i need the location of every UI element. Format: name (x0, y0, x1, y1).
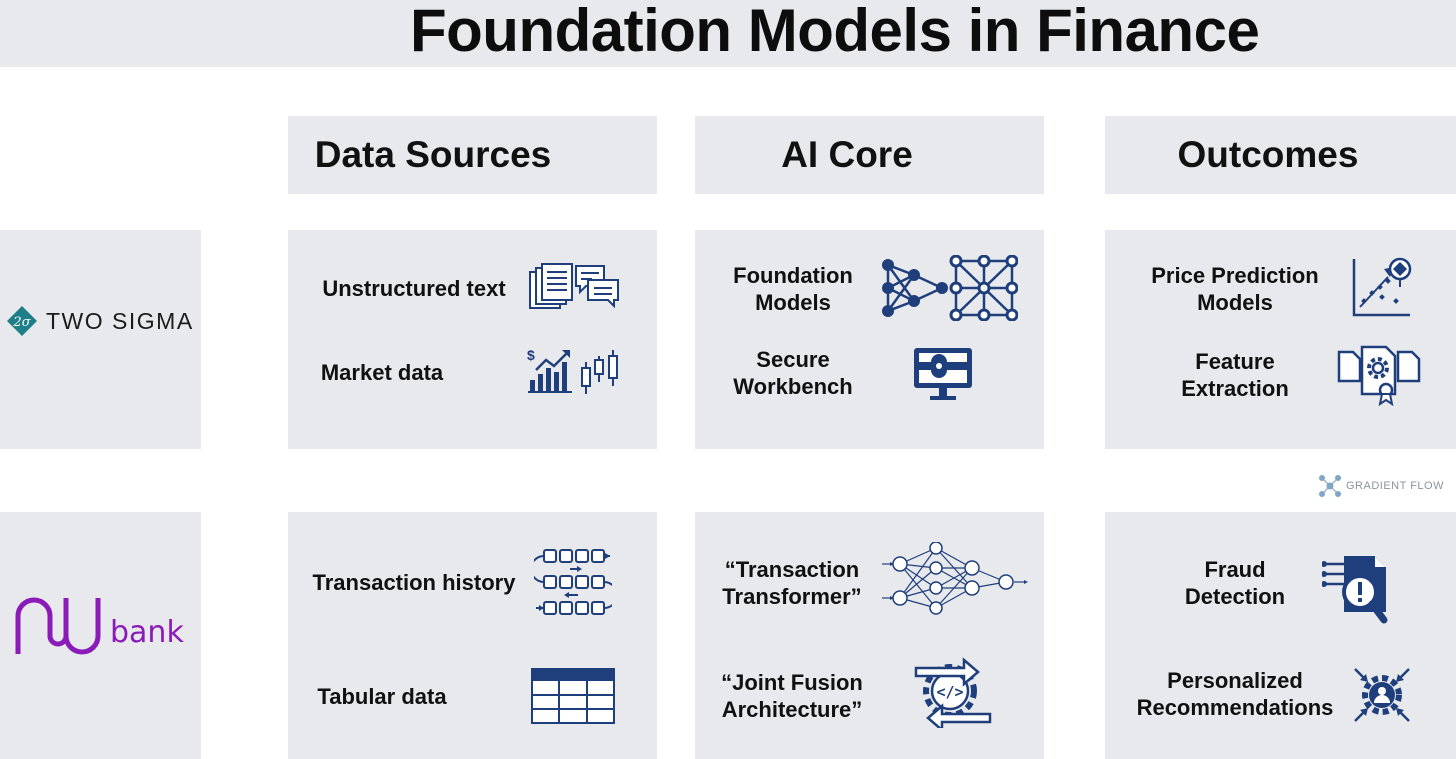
svg-text:$: $ (527, 347, 535, 363)
gear-user-icon (1354, 668, 1410, 722)
scatter-trend-icon (1352, 257, 1412, 317)
two-sigma-diamond-icon: 2σ (7, 306, 37, 336)
header-box-ai-core (695, 116, 1044, 194)
table-icon (531, 668, 615, 724)
column-header-ai-core: AI Core (781, 134, 913, 175)
nubank-logo-icon (15, 597, 101, 655)
item-market-data: Market data (320, 360, 444, 385)
nubank-name: bank (110, 615, 184, 650)
neural-network-icon (882, 255, 1018, 321)
title-band (0, 0, 1456, 67)
header-box-outcomes (1105, 116, 1456, 194)
gradient-flow-logo-icon (1319, 475, 1341, 497)
svg-text:2σ: 2σ (12, 315, 31, 330)
monitor-wrench-icon (914, 348, 972, 400)
document-magnifier-icon (1322, 556, 1388, 624)
column-header-outcomes: Outcomes (1177, 134, 1359, 175)
page-title: Foundation Models in Finance (410, 0, 1260, 64)
item-unstructured-text: Unstructured text (322, 276, 506, 301)
header-box-data-sources (288, 116, 657, 194)
svg-text:</>: </> (936, 683, 963, 701)
documents-chat-icon (529, 263, 619, 309)
two-sigma-logo: 2σ TWO SIGMA (6, 305, 194, 337)
gradient-flow-text: GRADIENT FLOW (1346, 480, 1444, 492)
two-sigma-name: TWO SIGMA (46, 307, 194, 334)
panel-nubank-outcomes (1105, 512, 1456, 759)
company-box-two-sigma (0, 230, 201, 449)
column-header-data-sources: Data Sources (314, 134, 552, 175)
item-tabular-data: Tabular data (317, 684, 447, 709)
gradient-flow-watermark: GRADIENT FLOW (1318, 474, 1444, 498)
item-transaction-history: Transaction history (312, 570, 516, 595)
documents-gear-icon (1337, 345, 1421, 406)
chart-candlestick-icon: $ (527, 347, 618, 394)
gear-code-icon: </> (914, 657, 992, 728)
neural-network-icon (882, 542, 1028, 615)
flow-chart-icon (534, 549, 612, 615)
